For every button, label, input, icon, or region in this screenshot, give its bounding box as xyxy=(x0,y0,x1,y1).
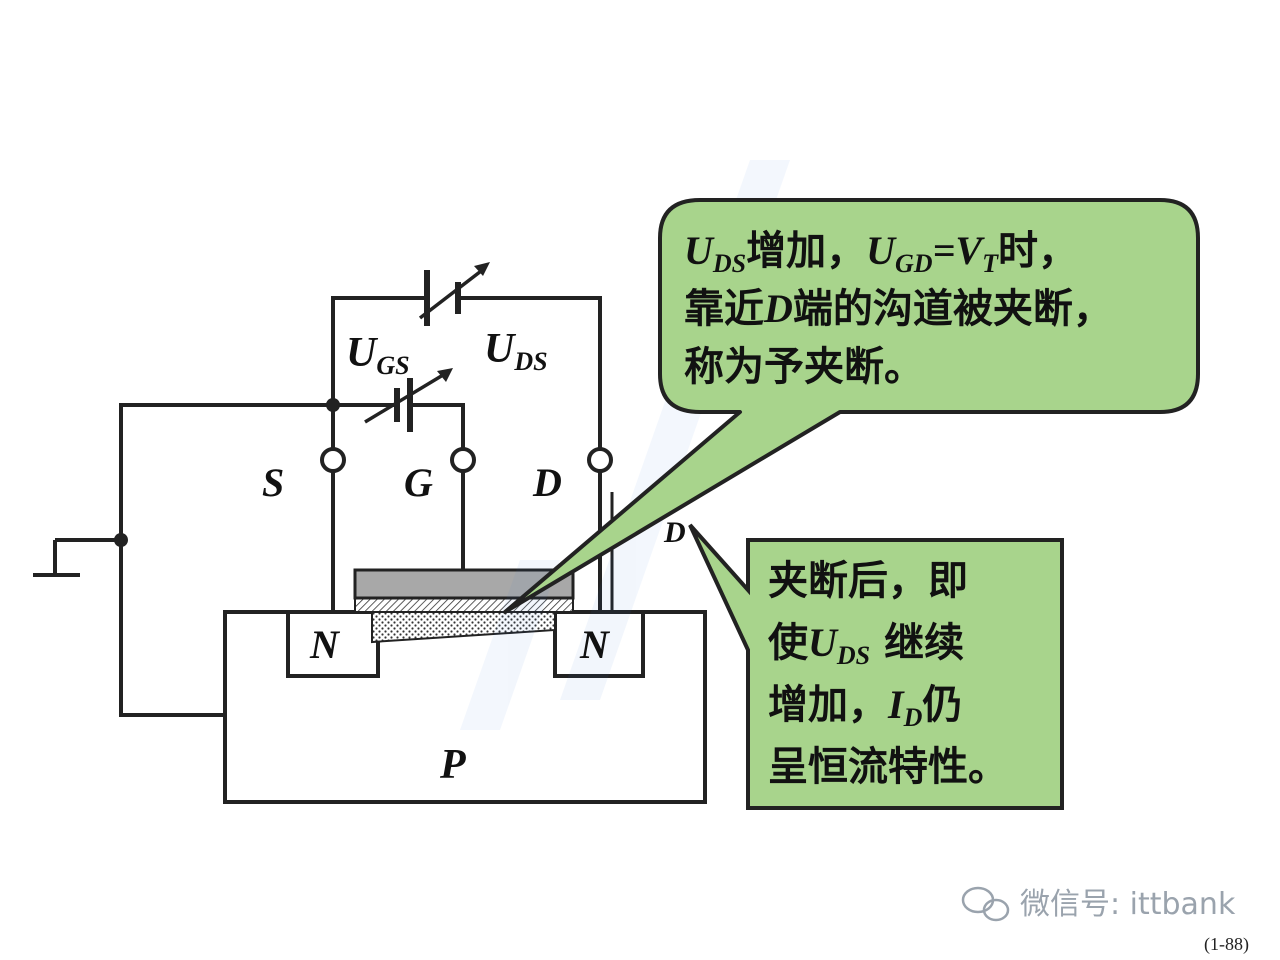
drain-terminal xyxy=(587,447,613,473)
gate-label: G xyxy=(404,460,433,505)
junction-dot xyxy=(326,398,340,412)
callout-top-line-2: 靠近D端的沟道被夹断， xyxy=(684,286,1113,332)
drain-current-label: D xyxy=(663,516,686,549)
source-n-region xyxy=(286,610,380,678)
uds-label: UDS xyxy=(484,326,548,376)
callout-bottom-line-3: 增加，ID仍 xyxy=(768,682,962,732)
drain-n-label: N xyxy=(579,622,611,667)
callout-bottom-line-1: 夹断后，即 xyxy=(768,558,968,604)
callout-top-line-1: UDS增加，UGD=VT时， xyxy=(684,228,1078,278)
callout-bottom-line-4: 呈恒流特性。 xyxy=(768,744,1008,790)
source-terminal xyxy=(320,447,346,473)
circuit-wires xyxy=(33,296,602,717)
source-label: S xyxy=(262,460,284,505)
uds-battery-symbol xyxy=(418,262,490,326)
callout-bottom-line-2: 使UDS 继续 xyxy=(768,620,964,670)
wechat-watermark: 微信号: ittbank xyxy=(961,886,1236,922)
drain-label: D xyxy=(532,460,562,505)
junction-dot xyxy=(114,533,128,547)
source-n-label: N xyxy=(309,622,341,667)
drain-n-region xyxy=(553,610,645,678)
callout-bottom-bubble xyxy=(688,523,1064,810)
callout-top-bubble xyxy=(503,198,1200,614)
callout-top-line-3: 称为予夹断。 xyxy=(684,344,924,390)
substrate-p-label: P xyxy=(439,742,466,788)
ugs-label: UGS xyxy=(346,330,410,380)
wechat-icon xyxy=(961,886,1010,922)
page-number: (1-88) xyxy=(1204,934,1249,955)
gate-terminal xyxy=(450,447,476,473)
watermark-text: 微信号: ittbank xyxy=(1020,887,1236,922)
ugs-battery-symbol xyxy=(364,368,453,432)
